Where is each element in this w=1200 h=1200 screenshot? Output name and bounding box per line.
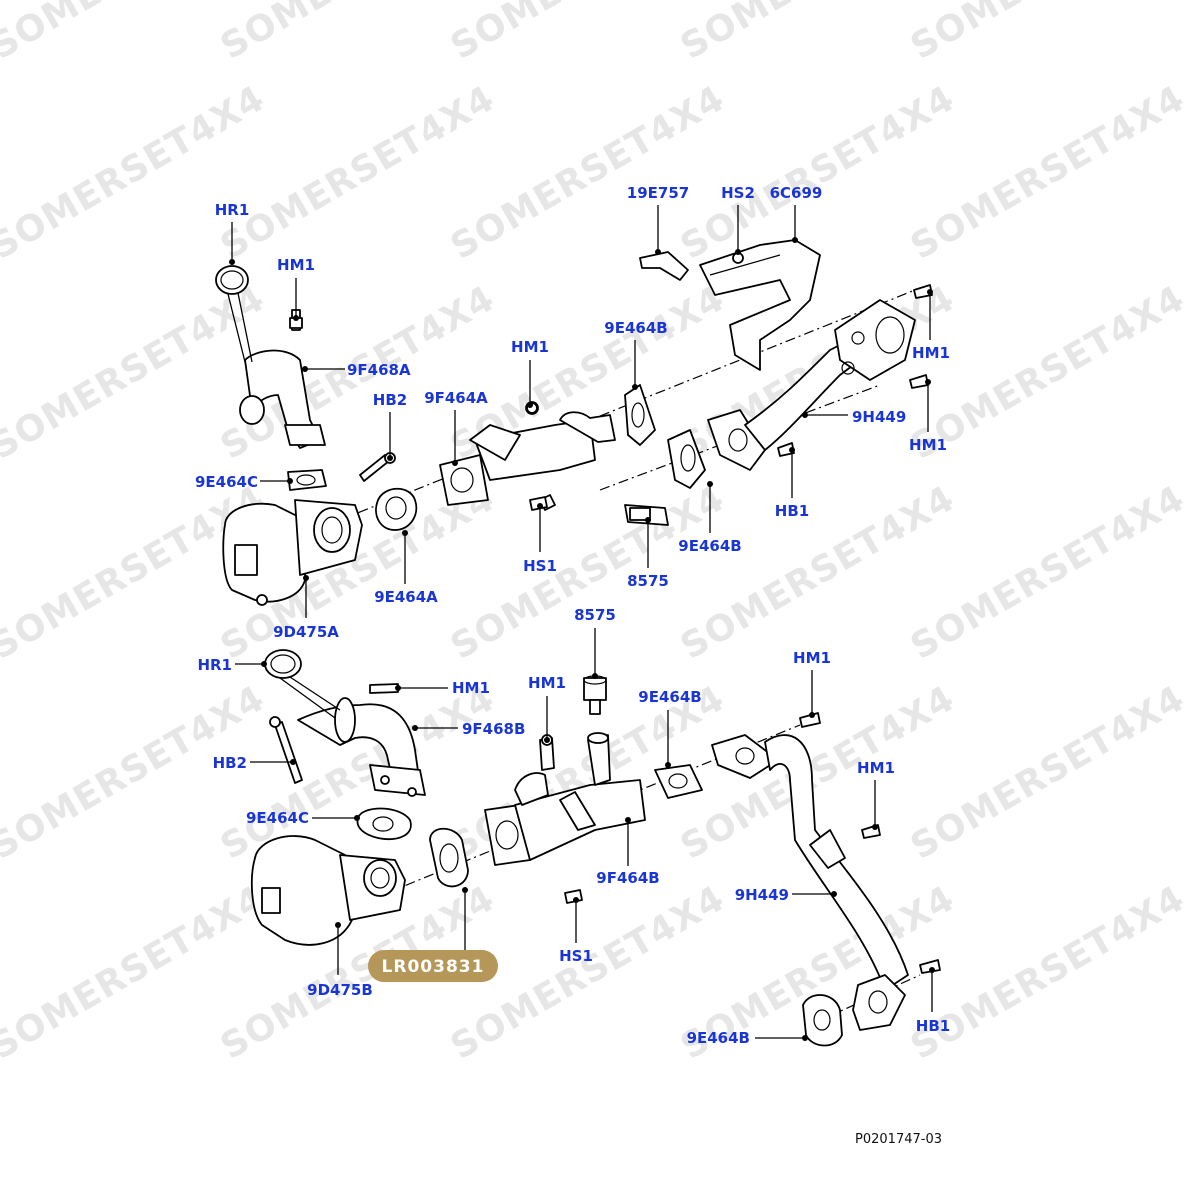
upper-labels: HR1 HM1 9F468A HB2 9E464C HM1 9F464A 9E4… xyxy=(195,184,950,641)
egr-pipe-9f468a xyxy=(239,309,326,449)
label-hm1: HM1 xyxy=(528,674,566,692)
label-9e464b: 9E464B xyxy=(678,537,741,555)
egr-valve-9d475a xyxy=(222,499,363,606)
egr-cooler-9f464b xyxy=(484,732,646,866)
badge-part-number: LR003831 xyxy=(382,957,485,977)
bolt-hb1-lower xyxy=(919,959,941,974)
label-9e464b: 9E464B xyxy=(604,319,667,337)
watermark-layer: SOMERSET4X4 SOMERSET4X4 SOMERSET4X4 SOME… xyxy=(0,0,1192,1068)
label-9h449: 9H449 xyxy=(852,408,906,426)
label-9f464a: 9F464A xyxy=(424,389,488,407)
gasket-9e464b-lower-a xyxy=(654,764,703,799)
label-9d475a: 9D475A xyxy=(273,623,339,641)
gasket-9e464b-lower-b xyxy=(802,994,843,1047)
label-hm1: HM1 xyxy=(277,256,315,274)
label-hm1: HM1 xyxy=(857,759,895,777)
label-hm1: HM1 xyxy=(912,344,950,362)
label-9f468a: 9F468A xyxy=(347,361,411,379)
label-9e464c: 9E464C xyxy=(246,809,309,827)
lower-labels: 8575 HR1 HM1 HM1 9F468B HB2 9E464B HM1 H… xyxy=(197,606,950,1047)
exhaust-pipe-9h449-lower xyxy=(711,734,909,1031)
label-6c699: 6C699 xyxy=(770,184,823,202)
gasket-9e464b-upper-b xyxy=(667,429,706,489)
label-9d475b: 9D475B xyxy=(307,981,373,999)
label-hr1: HR1 xyxy=(215,201,250,219)
gasket-9e464c-lower xyxy=(356,807,412,840)
exhaust-pipe-9h449-upper xyxy=(707,299,916,471)
label-9e464c: 9E464C xyxy=(195,473,258,491)
gasket-lr003831 xyxy=(429,827,469,888)
bolt-hm1-lower-b xyxy=(539,734,555,771)
part-number-badge[interactable]: LR003831 xyxy=(368,950,498,982)
label-hb1: HB1 xyxy=(775,502,809,520)
label-hm1: HM1 xyxy=(452,679,490,697)
gasket-9e464b-upper-a xyxy=(624,384,656,446)
label-hr1: HR1 xyxy=(197,656,232,674)
clip-19e757 xyxy=(639,251,689,281)
label-hs2: HS2 xyxy=(721,184,755,202)
label-8575: 8575 xyxy=(574,606,616,624)
label-hb1: HB1 xyxy=(916,1017,950,1035)
label-hm1: HM1 xyxy=(793,649,831,667)
upper-assembly xyxy=(215,239,933,606)
bolt-hm1-upper-c xyxy=(913,284,933,299)
drawing-reference: P0201747-03 xyxy=(855,1132,942,1147)
label-9h449: 9H449 xyxy=(735,886,789,904)
label-9e464a: 9E464A xyxy=(374,588,438,606)
label-hm1: HM1 xyxy=(511,338,549,356)
heat-shield-6c699 xyxy=(699,239,821,371)
egr-valve-9d475b xyxy=(251,835,406,946)
leader-lines xyxy=(227,205,935,1041)
label-19e757: 19E757 xyxy=(627,184,689,202)
temperature-sensor-8575-upper xyxy=(624,504,669,526)
bolt-hb2-lower xyxy=(269,716,303,784)
gasket-9e464c xyxy=(287,469,327,491)
label-hs1: HS1 xyxy=(523,557,557,575)
label-9f468b: 9F468B xyxy=(462,720,525,738)
bolt-hm1-lower-a xyxy=(369,683,399,694)
label-8575: 8575 xyxy=(627,572,669,590)
label-hb2: HB2 xyxy=(373,391,407,409)
label-hs1: HS1 xyxy=(559,947,593,965)
gasket-9e464a xyxy=(375,487,418,531)
o-ring-hr1-lower xyxy=(264,649,302,679)
label-9e464b: 9E464B xyxy=(687,1029,750,1047)
badge-background xyxy=(368,950,498,982)
label-hm1: HM1 xyxy=(909,436,947,454)
label-9e464b: 9E464B xyxy=(638,688,701,706)
temperature-sensor-8575-lower xyxy=(583,675,607,715)
watermark: SOMERSET4X4 xyxy=(904,0,1192,68)
o-ring-hr1 xyxy=(215,265,249,295)
label-9f464b: 9F464B xyxy=(596,869,659,887)
lower-assembly xyxy=(251,649,941,1047)
label-hb2: HB2 xyxy=(213,754,247,772)
bolt-hb1-upper xyxy=(777,442,795,457)
